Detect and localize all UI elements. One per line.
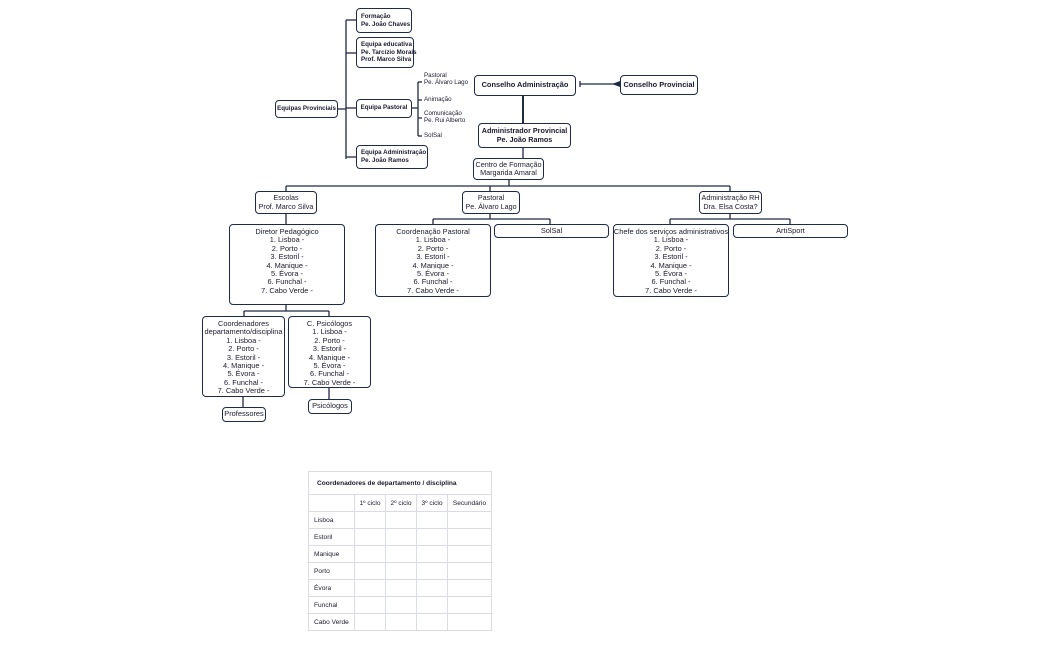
administracao-rh-box[interactable]: Administração RH Dra. Elsa Costa?: [699, 191, 762, 214]
table-col-header: 3º ciclo: [416, 494, 448, 512]
administrador-provincial-box[interactable]: Administrador Provincial Pe. João Ramos: [478, 123, 571, 148]
table-row: Porto: [308, 562, 492, 580]
pastoral-box[interactable]: Pastoral Pe. Álvaro Lago: [462, 191, 520, 214]
equipa-educativa-box[interactable]: Equipa educativa Pe. Tarcízio Morais Pro…: [356, 37, 417, 68]
table-cell[interactable]: [354, 545, 386, 563]
table-cell[interactable]: [354, 511, 386, 529]
table-row: Cabo Verde: [308, 613, 492, 631]
formacao-box[interactable]: Formação Pe. João Chaves: [356, 8, 412, 33]
table-cell[interactable]: [416, 579, 448, 597]
coordenadores-table: Coordenadores de departamento / discipli…: [308, 471, 492, 631]
diretor-pedagogico-box[interactable]: Diretor Pedagógico 1. Lisboa - 2. Porto …: [229, 224, 345, 305]
table-cell[interactable]: [416, 562, 448, 580]
conselho-provincial-box[interactable]: Conselho Provincial: [620, 75, 698, 95]
chefe-servicos-box[interactable]: Chefe dos serviços administrativos 1. Li…: [613, 224, 729, 297]
table-cell[interactable]: [447, 528, 492, 546]
formacao-person: Pe. João Chaves: [361, 20, 411, 28]
table-cell[interactable]: [385, 545, 417, 563]
psicologos-box[interactable]: Psicólogos: [308, 399, 352, 414]
table-cell[interactable]: [385, 613, 417, 631]
table-cell[interactable]: [447, 562, 492, 580]
table-cell[interactable]: [447, 613, 492, 631]
equipa-administracao-person: Pe. João Ramos: [361, 157, 409, 164]
table-cell[interactable]: [385, 579, 417, 597]
centro-formacao-box[interactable]: Centro de Formação Margarida Amaral: [473, 158, 544, 180]
table-cell[interactable]: [354, 528, 386, 546]
table-cell[interactable]: [447, 511, 492, 529]
table-corner-cell: [308, 494, 355, 512]
arrow-head: [612, 81, 620, 87]
equipa-educativa-person-2: Prof. Marco Silva: [361, 56, 412, 64]
artisport-box[interactable]: ArtiSport: [733, 224, 848, 238]
table-row-header: Manique: [308, 545, 355, 563]
sub-animacao-label: Animação: [424, 96, 452, 103]
table-row-header: Porto: [308, 562, 355, 580]
table-row-header: Évora: [308, 579, 355, 597]
table-cell[interactable]: [385, 528, 417, 546]
table-cell[interactable]: [416, 596, 448, 614]
sub-solsal-label: SolSal: [424, 132, 442, 139]
table-title: Coordenadores de departamento / discipli…: [308, 471, 492, 495]
table-cell[interactable]: [416, 545, 448, 563]
coordenadores-box[interactable]: Coordenadores departamento/disciplina 1.…: [202, 316, 285, 397]
table-cell[interactable]: [385, 562, 417, 580]
table-row-header: Cabo Verde: [308, 613, 355, 631]
sub-comunicacao-label: Comunicação Pe. Rui Alberto: [424, 110, 466, 124]
table-row: Évora: [308, 579, 492, 597]
table-col-header: 2º ciclo: [385, 494, 417, 512]
table-cell[interactable]: [354, 613, 386, 631]
equipa-educativa-person-1: Pe. Tarcízio Morais: [361, 48, 417, 56]
table-cell[interactable]: [354, 596, 386, 614]
table-cell[interactable]: [447, 596, 492, 614]
table-cell[interactable]: [416, 613, 448, 631]
equipa-administracao-title: Equipa Administração: [361, 149, 427, 157]
equipa-administracao-box[interactable]: Equipa Administração Pe. João Ramos: [356, 145, 428, 169]
equipas-provinciais-box[interactable]: Equipas Provinciais: [275, 100, 338, 118]
solsal-box[interactable]: SolSal: [494, 224, 609, 238]
table-cell[interactable]: [385, 511, 417, 529]
formacao-title: Formação: [361, 12, 391, 20]
table-header-row: 1º ciclo 2º ciclo 3º ciclo Secundário: [308, 494, 492, 512]
table-cell[interactable]: [354, 562, 386, 580]
psicologos-coord-box[interactable]: C. Psicólogos 1. Lisboa - 2. Porto - 3. …: [288, 316, 371, 388]
table-row: Estoril: [308, 528, 492, 546]
table-row-header: Estoril: [308, 528, 355, 546]
equipa-pastoral-box[interactable]: Equipa Pastoral: [356, 99, 412, 118]
table-row: Funchal: [308, 596, 492, 614]
table-row: Manique: [308, 545, 492, 563]
table-row-header: Lisboa: [308, 511, 355, 529]
conselho-administracao-box[interactable]: Conselho Administração: [474, 75, 576, 96]
table-cell[interactable]: [416, 511, 448, 529]
equipas-provinciais-title: Equipas Provinciais: [277, 104, 336, 112]
table-row-header: Funchal: [308, 596, 355, 614]
escolas-box[interactable]: Escolas Prof. Marco Silva: [255, 191, 317, 214]
table-col-header: 1º ciclo: [354, 494, 386, 512]
table-cell[interactable]: [354, 579, 386, 597]
table-col-header: Secundário: [447, 494, 492, 512]
equipa-educativa-title: Equipa educativa: [361, 41, 412, 49]
professores-box[interactable]: Professores: [222, 407, 266, 422]
table-cell[interactable]: [385, 596, 417, 614]
equipa-pastoral-title: Equipa Pastoral: [360, 104, 408, 112]
coordenacao-pastoral-box[interactable]: Coordenação Pastoral 1. Lisboa - 2. Port…: [375, 224, 491, 297]
table-cell[interactable]: [447, 545, 492, 563]
table-cell[interactable]: [447, 579, 492, 597]
sub-pastoral-label: Pastoral Pe. Álvaro Lago: [424, 72, 469, 86]
table-row: Lisboa: [308, 511, 492, 529]
table-cell[interactable]: [416, 528, 448, 546]
